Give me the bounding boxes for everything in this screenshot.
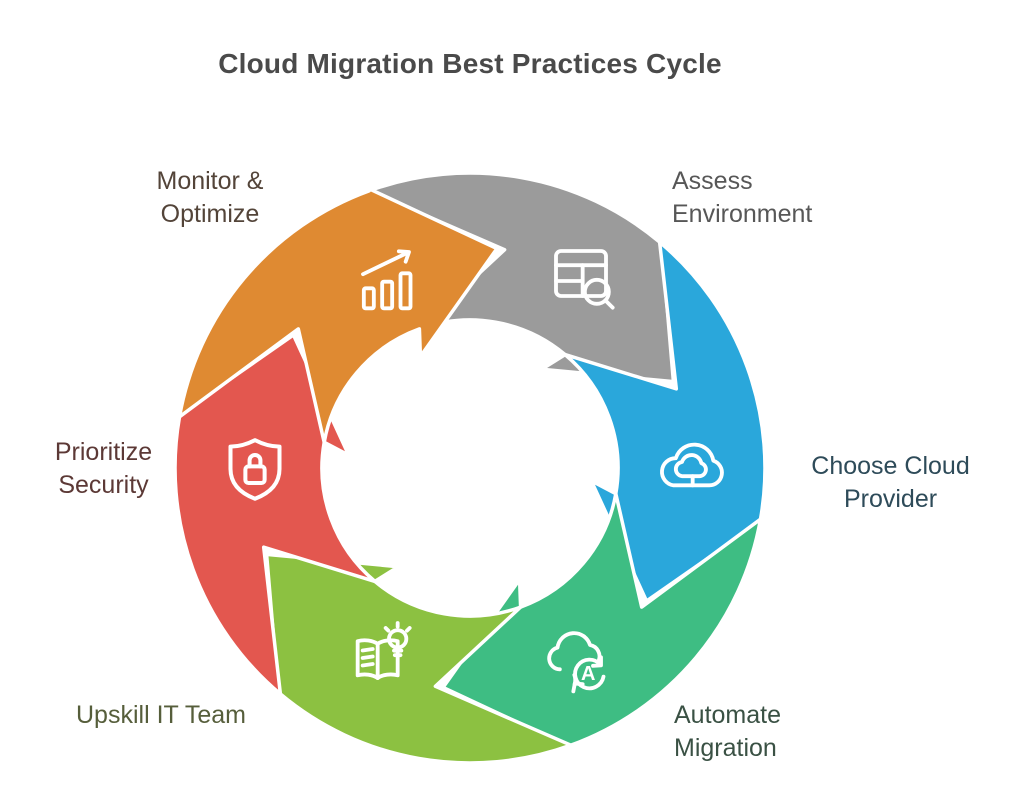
segment-label-choose: Choose Cloud Provider [811,452,970,513]
cloud-sync-icon: A [539,621,619,701]
cloud-provider-icon [651,427,731,507]
bar-chart-growth-icon [348,240,428,320]
arrow-segment-monitor [177,173,499,445]
diagram-title: Cloud Migration Best Practices Cycle [218,48,722,79]
segment-label-monitor: Monitor & Optimize [156,167,264,228]
segment-label-assess: Assess Environment [672,167,813,228]
svg-text:A: A [581,663,595,685]
shield-lock-icon [213,425,297,513]
table-search-icon [541,236,621,316]
segment-label-automate: Automate Migration [674,701,782,762]
segment-label-upskill: Upskill IT Team [76,701,246,729]
segment-label-security: Prioritize Security [54,438,153,499]
book-lightbulb-icon [341,618,421,698]
